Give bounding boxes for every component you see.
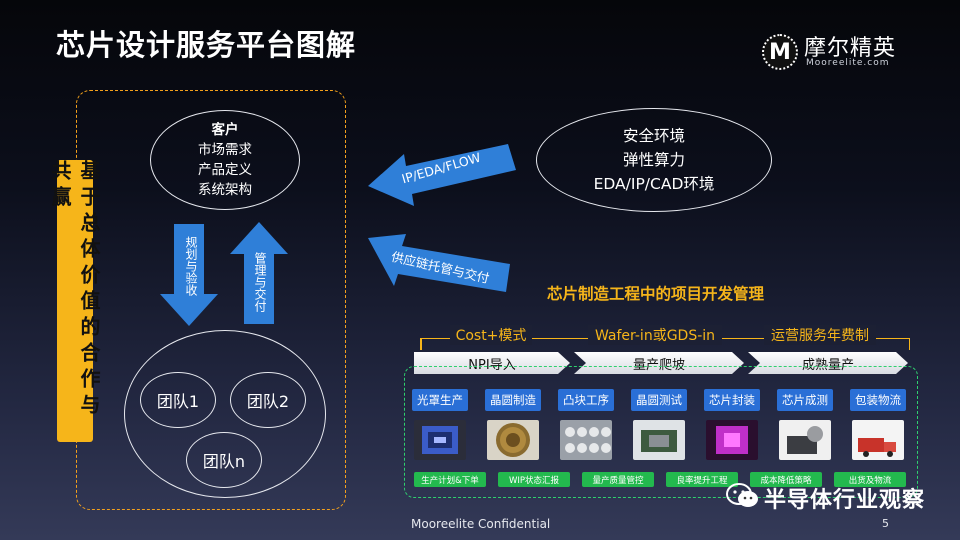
process-logistics: 包装物流 xyxy=(850,389,906,411)
logo-mark: M xyxy=(762,34,798,70)
ip-arrow-icon xyxy=(368,144,516,206)
down-arrow-icon xyxy=(160,224,218,326)
vertical-arrows xyxy=(160,222,288,326)
page-number: 5 xyxy=(882,517,889,530)
tester-image-icon xyxy=(779,420,831,460)
customer-line-1: 市场需求 xyxy=(198,142,252,158)
up-arrow-label: 管理与交付 xyxy=(253,252,267,312)
env-line-2: 弹性算力 xyxy=(622,151,685,169)
team-n: 团队n xyxy=(186,432,262,488)
probe-image-icon xyxy=(633,420,685,460)
process-package: 芯片封装 xyxy=(704,389,760,411)
mask-image-icon xyxy=(414,420,466,460)
bump-image-icon xyxy=(560,420,612,460)
team-2: 团队2 xyxy=(230,372,306,428)
up-arrow-icon xyxy=(230,222,288,324)
service-yield: 良率提升工程 xyxy=(666,472,738,487)
watermark-text: 半导体行业观察 xyxy=(764,488,926,513)
process-final-test: 芯片成测 xyxy=(777,389,833,411)
env-line-1: 安全环境 xyxy=(622,127,685,145)
process-bump: 凸块工序 xyxy=(558,389,614,411)
service-cost: 成本降低策略 xyxy=(750,472,822,487)
phase-label-1: Cost+模式 xyxy=(450,325,532,345)
service-shipping: 出货及物流 xyxy=(834,472,906,487)
customer-line-2: 产品定义 xyxy=(198,162,252,178)
customer-line-3: 系统架构 xyxy=(198,182,252,198)
customer-ellipse: 客户 市场需求 产品定义 系统架构 xyxy=(150,110,300,210)
supply-arrow-icon xyxy=(368,234,510,292)
stage-npi: NPI导入 xyxy=(414,352,570,374)
logo-name-en: Mooreelite.com xyxy=(806,58,890,68)
value-banner-text: 基于总体价值的合作与共赢 xyxy=(48,160,101,420)
diagonal-arrows xyxy=(368,144,516,292)
teams-ellipse xyxy=(124,330,326,498)
value-banner: 基于总体价值的合作与共赢 xyxy=(48,160,101,442)
service-plan: 生产计划&下单 xyxy=(414,472,486,487)
service-quality: 量产质量管控 xyxy=(582,472,654,487)
stage-ramp: 量产爬坡 xyxy=(574,352,744,374)
wafer-image-icon xyxy=(487,420,539,460)
wechat-icon xyxy=(726,483,758,507)
customer-heading: 客户 xyxy=(211,122,239,138)
service-wip: WIP状态汇报 xyxy=(498,472,570,487)
process-mask: 光罩生产 xyxy=(412,389,468,411)
process-wafer-test: 晶圆测试 xyxy=(631,389,687,411)
process-frame xyxy=(404,366,918,498)
phase-label-2: Wafer-in或GDS-in xyxy=(588,325,722,345)
mgmt-title: 芯片制造工程中的项目开发管理 xyxy=(547,285,765,303)
process-wafer-fab: 晶圆制造 xyxy=(485,389,541,411)
stage-mature: 成熟量产 xyxy=(748,352,908,374)
environment-ellipse: 安全环境 弹性算力 EDA/IP/CAD环境 xyxy=(536,108,772,212)
logo-name-cn: 摩尔精英 xyxy=(804,36,897,61)
footer-text: Mooreelite Confidential xyxy=(411,517,551,531)
package-image-icon xyxy=(706,420,758,460)
logistics-image-icon xyxy=(852,420,904,460)
slide-title: 芯片设计服务平台图解 xyxy=(56,28,357,62)
team-1: 团队1 xyxy=(140,372,216,428)
brand-logo: M 摩尔精英 Mooreelite.com xyxy=(762,30,912,74)
env-line-3: EDA/IP/CAD环境 xyxy=(593,175,715,193)
down-arrow-label: 规划与验收 xyxy=(184,236,198,296)
phase-label-3: 运营服务年费制 xyxy=(764,325,876,345)
